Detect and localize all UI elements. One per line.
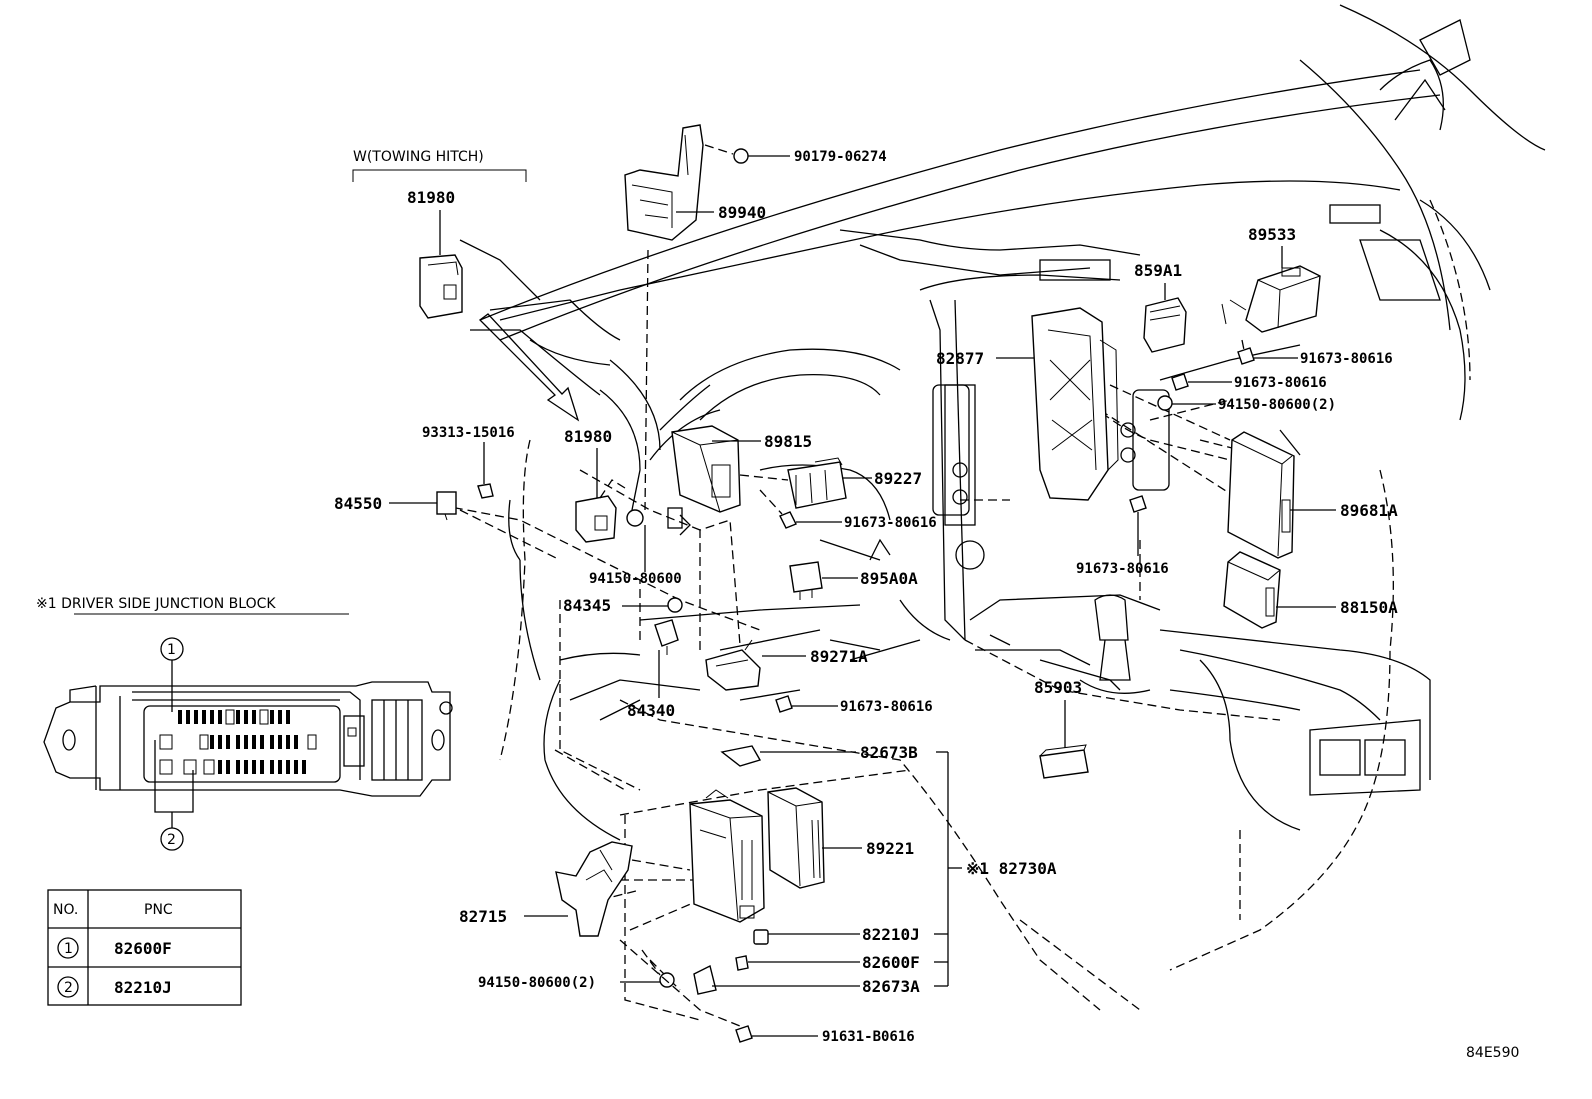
module-89815	[671, 425, 741, 513]
switch-84550	[436, 491, 457, 521]
relay-895A0A	[789, 561, 823, 600]
junction-block-89221	[767, 787, 825, 889]
screw-91673-80616-b	[1171, 373, 1189, 391]
module-859A1	[1143, 297, 1187, 353]
module-89533	[1221, 265, 1321, 333]
part-label-88150A[interactable]: 88150A	[1340, 598, 1398, 617]
part-label-91673-80616-c[interactable]: 91673-80616	[844, 515, 937, 531]
ecu-88150A	[1223, 551, 1281, 629]
screw-91673-80616-d	[1129, 495, 1147, 513]
clip-82673B	[720, 745, 762, 767]
relay-block-89227	[787, 457, 847, 509]
part-label-94150-80600[interactable]: 94150-80600	[589, 571, 682, 587]
marker-2: 2	[160, 827, 184, 851]
bracket-82877	[1031, 307, 1119, 501]
part-89940-group: 90179-06274 89940	[624, 124, 887, 241]
part-label-82673B[interactable]: 82673B	[860, 743, 918, 762]
nut-94150-80600-2b	[659, 972, 675, 988]
screw-91673-80616-c	[779, 511, 797, 529]
right-ecu-group: 89681A 88150A 91673-80616	[1076, 431, 1398, 629]
part-label-89271A[interactable]: 89271A	[810, 647, 868, 666]
part-label-91631-B0616[interactable]: 91631-B0616	[822, 1029, 915, 1045]
part-label-91673-80616-b[interactable]: 91673-80616	[1234, 375, 1327, 391]
table-header-pnc: PNC	[144, 902, 173, 918]
screw-91631-B0616	[735, 1025, 753, 1043]
part-label-91673-80616-a[interactable]: 91673-80616	[1300, 351, 1393, 367]
switch-84340-group: 84345 84340	[563, 596, 683, 720]
junction-block-title: ※1 DRIVER SIDE JUNCTION BLOCK	[36, 596, 276, 612]
part-label-84340[interactable]: 84340	[627, 701, 675, 720]
part-label-93313-15016[interactable]: 93313-15016	[422, 425, 515, 441]
part-85903-group: 85903	[1034, 678, 1089, 779]
sensor-89271A	[705, 639, 761, 691]
part-label-89533[interactable]: 89533	[1248, 225, 1296, 244]
part-label-895A0A[interactable]: 895A0A	[860, 569, 918, 588]
nut-84345	[667, 597, 683, 613]
part-label-82600F[interactable]: 82600F	[862, 953, 920, 972]
relay-81980-top	[419, 254, 463, 319]
table-row-2-pnc[interactable]: 82210J	[114, 978, 172, 997]
part-label-859A1[interactable]: 859A1	[1134, 261, 1182, 280]
part-label-89815[interactable]: 89815	[764, 432, 812, 451]
junction-block-detail: ※1 DRIVER SIDE JUNCTION BLOCK 1	[36, 596, 453, 851]
part-label-91673-80616-d[interactable]: 91673-80616	[1076, 561, 1169, 577]
screw-93313-15016	[477, 483, 494, 499]
table-row-2-no: 2	[64, 980, 73, 996]
part-label-89227[interactable]: 89227	[874, 469, 922, 488]
fuse-slots	[159, 709, 317, 775]
nut-90179-06274	[733, 148, 749, 164]
part-label-82730A[interactable]: ※1 82730A	[966, 859, 1057, 878]
part-label-90179-06274[interactable]: 90179-06274	[794, 149, 887, 165]
ecu-89681A	[1227, 431, 1295, 559]
part-label-82673A[interactable]: 82673A	[862, 977, 920, 996]
table-row: 2 82210J	[57, 976, 172, 998]
towing-hitch-group: W(TOWING HITCH) 81980	[352, 149, 580, 422]
figure-code: 84E590	[1466, 1045, 1519, 1061]
junction-block-main	[689, 789, 765, 923]
fuse-82600F	[735, 955, 749, 971]
junction-block-housing	[43, 681, 453, 797]
marker-1: 1	[160, 637, 184, 661]
part-label-94150-80600-2a[interactable]: 94150-80600(2)	[1218, 397, 1336, 413]
part-label-89681A[interactable]: 89681A	[1340, 501, 1398, 520]
part-label-89221[interactable]: 89221	[866, 839, 914, 858]
nut-94150-80600	[626, 509, 644, 527]
right-upper-group: 82877 859A1 89533	[936, 225, 1393, 501]
relay-81980-mid	[575, 479, 626, 543]
left-mid-group: 93313-15016 84550 81980 94150-80600	[334, 425, 682, 587]
junction-assembly-group: 82673B ※1 82730A 89221	[459, 743, 1057, 1045]
screw-91673-80616-e	[775, 695, 793, 713]
part-label-85903[interactable]: 85903	[1034, 678, 1082, 697]
box-85903	[1039, 744, 1089, 779]
part-label-89940[interactable]: 89940	[718, 203, 766, 222]
bracket-89940	[624, 124, 704, 241]
center-module-group: 89815 89227 91673-80616 895A0A	[671, 425, 937, 600]
switch-84340	[654, 619, 679, 655]
bracket-82715	[555, 841, 633, 937]
table-row: 1 82600F	[57, 937, 172, 959]
table-row-1-no: 1	[64, 941, 73, 957]
variant-label: W(TOWING HITCH)	[353, 149, 484, 165]
table-header-no: NO.	[53, 902, 78, 918]
nut-94150-80600-2a	[1157, 395, 1173, 411]
part-label-82715[interactable]: 82715	[459, 907, 507, 926]
table-row-1-pnc[interactable]: 82600F	[114, 939, 172, 958]
part-label-81980-mid[interactable]: 81980	[564, 427, 612, 446]
pnc-table: NO. PNC 1 82600F 2 82210J	[47, 889, 242, 1006]
marker-1-label: 1	[167, 642, 176, 658]
cap-82210J	[753, 929, 769, 945]
dashboard-outline	[459, 4, 1546, 841]
part-label-82210J[interactable]: 82210J	[862, 925, 920, 944]
part-label-91673-80616-e[interactable]: 91673-80616	[840, 699, 933, 715]
clip-82673A	[693, 964, 717, 995]
part-label-81980-top[interactable]: 81980	[407, 188, 455, 207]
part-label-94150-80600-2b[interactable]: 94150-80600(2)	[478, 975, 596, 991]
screw-91673-80616-a	[1237, 347, 1255, 365]
part-label-82877[interactable]: 82877	[936, 349, 984, 368]
sensor-89271A-group: 89271A 91673-80616	[705, 639, 933, 715]
marker-2-label: 2	[167, 832, 176, 848]
part-label-84550[interactable]: 84550	[334, 494, 382, 513]
part-label-84345[interactable]: 84345	[563, 596, 611, 615]
